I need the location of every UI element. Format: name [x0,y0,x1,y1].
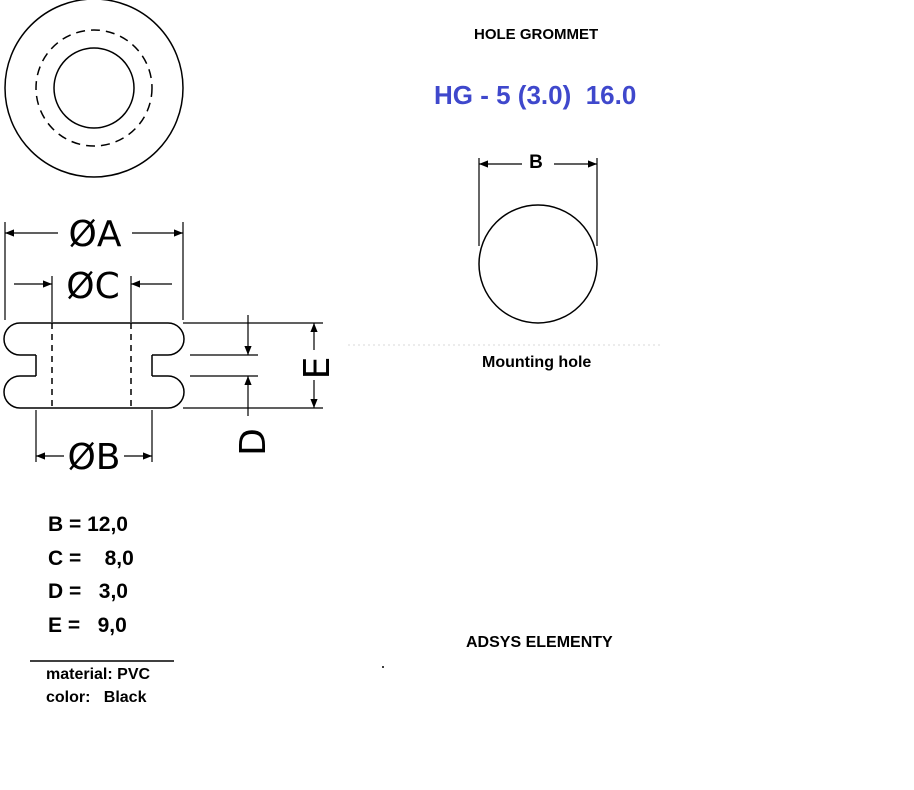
grommet-side-view [3,322,185,409]
label-diameter-a: ØA [69,214,122,255]
dimension-value-b: B = 12,0 [48,513,128,536]
dimension-lines [4,222,323,462]
grommet-top-view [4,0,184,178]
product-code: HG - 5 (3.0) 16.0 [434,80,637,110]
dimension-value-c: C = 8,0 [48,547,134,570]
color-text: color: Black [46,689,147,706]
mounting-hole-caption: Mounting hole [482,354,592,371]
mounting-hole-drawing [348,158,660,346]
label-diameter-c: ØC [66,266,119,307]
dimension-value-d: D = 3,0 [48,580,128,603]
stray-dot [382,666,384,668]
page-title: HOLE GROMMET [474,26,599,43]
label-dimension-e: E [297,357,338,380]
dimension-value-e: E = 9,0 [48,614,127,637]
label-diameter-b: ØB [67,437,120,478]
brand-name: ADSYS ELEMENTY [466,634,613,651]
label-dimension-d: D [233,428,274,456]
mounting-hole-label-b: B [529,152,543,173]
material-text: material: PVC [46,666,151,683]
